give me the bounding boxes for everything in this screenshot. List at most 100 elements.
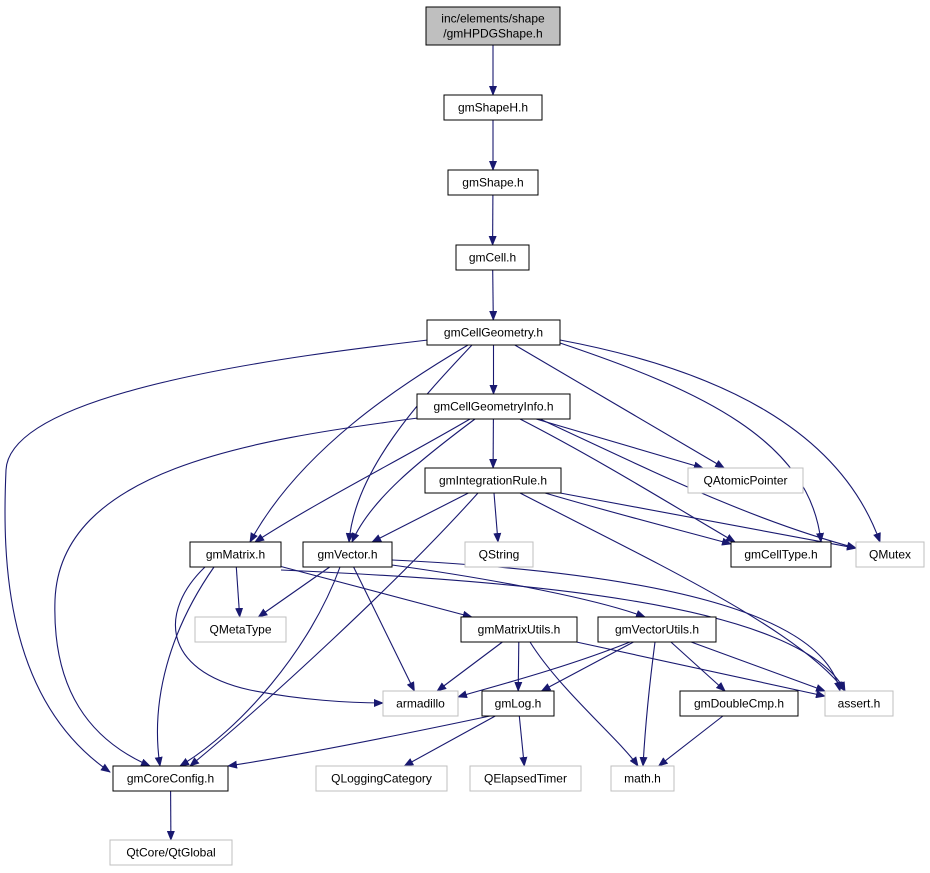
- node-label: gmMatrixUtils.h: [478, 623, 561, 637]
- edge-log-to-elapsedTimer: [518, 715, 528, 767]
- edge-intRule-to-vector: [371, 492, 469, 543]
- edge-log-to-loggingCat: [403, 715, 496, 767]
- node-label: QMutex: [869, 548, 911, 562]
- edge-cellGeom-to-coreConfig: [4, 339, 429, 773]
- edge-cell-to-cellGeom: [489, 269, 498, 321]
- node-coreConfig[interactable]: gmCoreConfig.h: [112, 765, 229, 792]
- node-label: gmCellGeometryInfo.h: [433, 400, 553, 414]
- node-box: [481, 690, 555, 717]
- edge-matrix-to-matrixUtils: [280, 565, 473, 619]
- edge-matrixUtils-to-math: [529, 641, 639, 767]
- node-label: inc/elements/shape: [441, 12, 545, 26]
- node-box: [443, 94, 543, 121]
- edge-vectorUtils-to-log: [540, 641, 634, 692]
- edge-matrix-to-assert: [280, 569, 846, 692]
- node-box: [455, 244, 530, 271]
- node-cellType[interactable]: gmCellType.h: [730, 541, 832, 568]
- node-box: [730, 541, 832, 568]
- node-loggingCat: QLoggingCategory: [315, 765, 448, 792]
- node-label: gmIntegrationRule.h: [439, 474, 547, 488]
- node-intRule[interactable]: gmIntegrationRule.h: [424, 467, 562, 494]
- edge-matrix-to-coreConfig: [154, 566, 215, 767]
- node-box: [824, 690, 894, 717]
- node-label: gmLog.h: [495, 697, 542, 711]
- edge-intRule-to-qmutex: [559, 492, 857, 551]
- edge-cellGeomInfo-to-matrix: [254, 418, 471, 543]
- edge-vector-to-metaType: [257, 566, 331, 618]
- node-label: gmShapeH.h: [458, 101, 528, 115]
- edge-cellGeomInfo-to-vector: [351, 418, 476, 543]
- node-label: gmCoreConfig.h: [127, 772, 214, 786]
- node-box: [424, 467, 562, 494]
- node-box: [426, 319, 561, 346]
- node-doubleCmp[interactable]: gmDoubleCmp.h: [679, 690, 799, 717]
- edge-doubleCmp-to-math: [657, 715, 724, 767]
- edge-vectorUtils-to-math: [639, 641, 656, 767]
- edge-vector-to-armadillo: [353, 566, 415, 692]
- node-label: QAtomicPointer: [703, 474, 787, 488]
- node-box: [610, 765, 675, 792]
- node-box: [855, 541, 925, 568]
- edge-intRule-to-assert: [519, 492, 846, 692]
- edge-intRule-to-qstring: [493, 492, 502, 543]
- edge-intRule-to-coreConfig: [189, 492, 479, 767]
- edge-intRule-to-cellType: [544, 492, 732, 546]
- edge-matrix-to-metaType: [235, 566, 244, 618]
- node-box: [382, 690, 459, 717]
- node-assert: assert.h: [824, 690, 894, 717]
- node-cellGeomInfo[interactable]: gmCellGeometryInfo.h: [416, 393, 571, 420]
- node-label: gmCellType.h: [744, 548, 817, 562]
- node-label: gmVector.h: [317, 548, 377, 562]
- node-box: [447, 169, 539, 196]
- node-matrixUtils[interactable]: gmMatrixUtils.h: [460, 616, 578, 643]
- node-label: gmCell.h: [469, 251, 516, 265]
- node-box: [464, 541, 534, 568]
- node-box: [194, 616, 287, 643]
- node-vector[interactable]: gmVector.h: [302, 541, 393, 568]
- node-box: [425, 6, 561, 46]
- edge-cellGeom-to-matrix: [249, 344, 469, 543]
- node-label: assert.h: [838, 697, 881, 711]
- node-box: [597, 616, 717, 643]
- node-box: [302, 541, 393, 568]
- dependency-edges: [4, 45, 881, 841]
- node-log[interactable]: gmLog.h: [481, 690, 555, 717]
- node-box: [189, 541, 282, 568]
- node-label: math.h: [624, 772, 661, 786]
- dependency-nodes: inc/elements/shape/gmHPDGShape.h gmShapeH…: [109, 6, 925, 866]
- node-elapsedTimer: QElapsedTimer: [469, 765, 582, 792]
- node-box: [109, 839, 233, 866]
- node-root[interactable]: inc/elements/shape/gmHPDGShape.h: [425, 6, 561, 46]
- node-qtGlobal: QtCore/QtGlobal: [109, 839, 233, 866]
- node-label: gmCellGeometry.h: [444, 326, 543, 340]
- edge-cellGeom-to-vector: [345, 344, 473, 543]
- edge-matrixUtils-to-armadillo: [436, 641, 503, 692]
- edge-matrix-to-armadillo: [174, 566, 384, 707]
- edge-vectorUtils-to-armadillo: [457, 641, 631, 699]
- node-atomicPtr: QAtomicPointer: [687, 467, 804, 494]
- node-label: QLoggingCategory: [331, 772, 432, 786]
- node-qstring: QString: [464, 541, 534, 568]
- node-box: [679, 690, 799, 717]
- edge-matrixUtils-to-log: [514, 641, 523, 692]
- edge-cellGeom-to-qmutex: [559, 339, 881, 543]
- node-box: [416, 393, 571, 420]
- node-label: QString: [479, 548, 520, 562]
- node-matrix[interactable]: gmMatrix.h: [189, 541, 282, 568]
- node-armadillo: armadillo: [382, 690, 459, 717]
- node-label: gmShape.h: [462, 176, 523, 190]
- node-box: [687, 467, 804, 494]
- node-cellGeom[interactable]: gmCellGeometry.h: [426, 319, 561, 346]
- edge-cellGeom-to-cellType: [559, 342, 825, 543]
- node-math: math.h: [610, 765, 675, 792]
- edge-cellGeomInfo-to-coreConfig: [54, 417, 419, 767]
- node-qmutex: QMutex: [855, 541, 925, 568]
- edge-vector-to-vectorUtils: [391, 564, 646, 618]
- edge-cellGeomInfo-to-cellType: [519, 418, 736, 543]
- node-shape[interactable]: gmShape.h: [447, 169, 539, 196]
- node-vectorUtils[interactable]: gmVectorUtils.h: [597, 616, 717, 643]
- edge-vector-to-coreConfig: [179, 566, 341, 767]
- node-cell[interactable]: gmCell.h: [455, 244, 530, 271]
- node-shapeH[interactable]: gmShapeH.h: [443, 94, 543, 121]
